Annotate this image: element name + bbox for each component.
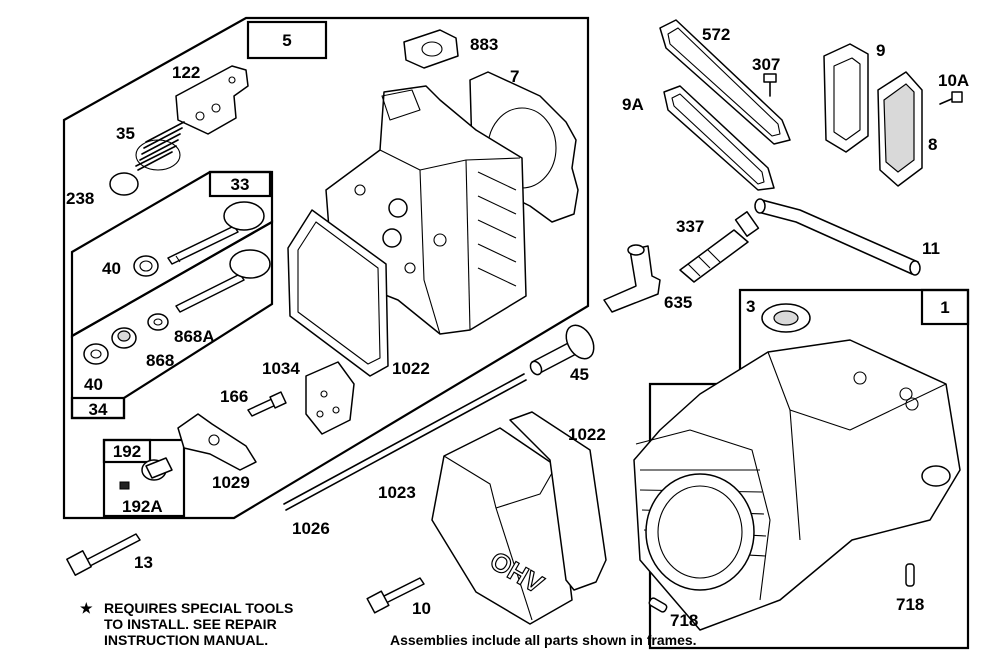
part-8-breather-cover xyxy=(877,71,923,187)
part-868A-washer xyxy=(147,313,169,331)
part-exhaust-valve xyxy=(175,249,271,313)
callout-1: 1 xyxy=(940,298,949,317)
part-337-spark-plug xyxy=(679,211,760,283)
part-192A-fitting xyxy=(119,457,173,490)
callout-40-a: 40 xyxy=(102,259,121,278)
frame-label-box-192 xyxy=(102,438,152,464)
callout-337: 337 xyxy=(676,217,704,236)
callout-238: 238 xyxy=(66,189,94,208)
callout-718-a: 718 xyxy=(670,611,698,630)
part-13-bolt xyxy=(66,533,141,576)
note-special-tools-line1: REQUIRES SPECIAL TOOLS xyxy=(104,600,293,616)
callout-5: 5 xyxy=(282,31,291,50)
part-166-rocker-stud xyxy=(247,391,287,417)
part-1022-gasket-b xyxy=(509,411,607,591)
callout-1022-b: 1022 xyxy=(568,425,606,444)
part-883-gasket xyxy=(403,29,459,69)
callout-1034: 1034 xyxy=(262,359,300,378)
callout-45: 45 xyxy=(570,365,589,384)
part-868-seal xyxy=(111,327,137,349)
part-307-screw xyxy=(763,73,777,97)
callout-718-b: 718 xyxy=(896,595,924,614)
part-10-bolt xyxy=(366,577,425,614)
frame-label-box-33 xyxy=(208,170,272,198)
callout-1026: 1026 xyxy=(292,519,330,538)
part-intake-valve xyxy=(167,201,265,265)
callout-10: 10 xyxy=(412,599,431,618)
part-9A-gasket xyxy=(663,85,775,191)
part-635-fitting xyxy=(603,244,661,313)
part-122-bracket xyxy=(175,65,249,135)
callout-166: 166 xyxy=(220,387,248,406)
callout-192A: 192A xyxy=(122,497,163,516)
callout-7: 7 xyxy=(510,67,519,86)
callout-868A: 868A xyxy=(174,327,215,346)
note-special-tools-line2: TO INSTALL. SEE REPAIR xyxy=(104,616,277,632)
part-10A-screw xyxy=(939,91,963,105)
part-9-gasket xyxy=(823,43,869,153)
callout-13: 13 xyxy=(134,553,153,572)
callout-883: 883 xyxy=(470,35,498,54)
callout-35: 35 xyxy=(116,124,135,143)
callout-34: 34 xyxy=(89,400,108,419)
callout-1029: 1029 xyxy=(212,473,250,492)
frame-label-box-5 xyxy=(246,20,328,60)
part-40-retainer-b xyxy=(83,343,109,365)
part-1023-rocker-cover: OHV xyxy=(431,427,573,625)
part-40-retainer-a xyxy=(133,255,159,277)
callout-3: 3 xyxy=(746,297,755,316)
part-1022-rocker-cover-gasket xyxy=(287,209,389,377)
callout-10A: 10A xyxy=(938,71,969,90)
callout-40-b: 40 xyxy=(84,375,103,394)
part-3-oil-seal xyxy=(761,303,811,333)
part-45-tube xyxy=(529,324,595,376)
part-1029-rocker-arm xyxy=(177,413,257,471)
part-35-spring xyxy=(135,121,185,171)
callout-1023: 1023 xyxy=(378,483,416,502)
note-special-tools-line3: INSTRUCTION MANUAL. xyxy=(104,632,268,648)
part-cylinder-block xyxy=(633,339,961,631)
part-238-cap xyxy=(109,172,139,196)
callout-9A: 9A xyxy=(622,95,644,114)
part-718-dowel-a xyxy=(905,563,915,587)
part-572-gasket xyxy=(659,19,791,145)
callout-122: 122 xyxy=(172,63,200,82)
callout-8: 8 xyxy=(928,135,937,154)
frame-cylinder-head-assembly xyxy=(62,16,590,520)
callout-9: 9 xyxy=(876,41,885,60)
callout-33: 33 xyxy=(231,175,250,194)
note-assemblies: Assemblies include all parts shown in fr… xyxy=(390,632,697,648)
frame-valve-33 xyxy=(70,170,274,338)
callout-192: 192 xyxy=(113,442,141,461)
part-1026-push-rod xyxy=(283,373,525,505)
callout-635: 635 xyxy=(664,293,692,312)
frame-label-box-1 xyxy=(920,288,970,326)
special-tools-star: ★ xyxy=(80,600,93,616)
frame-label-box-34 xyxy=(70,396,126,420)
callout-1022-a: 1022 xyxy=(392,359,430,378)
part-1034-rocker-plate xyxy=(305,361,355,435)
part-11-breather-tube xyxy=(754,198,921,276)
callout-572: 572 xyxy=(702,25,730,44)
part-718-dowel-b xyxy=(648,597,668,613)
callout-868: 868 xyxy=(146,351,174,370)
callout-307: 307 xyxy=(752,55,780,74)
callout-11: 11 xyxy=(922,239,940,258)
